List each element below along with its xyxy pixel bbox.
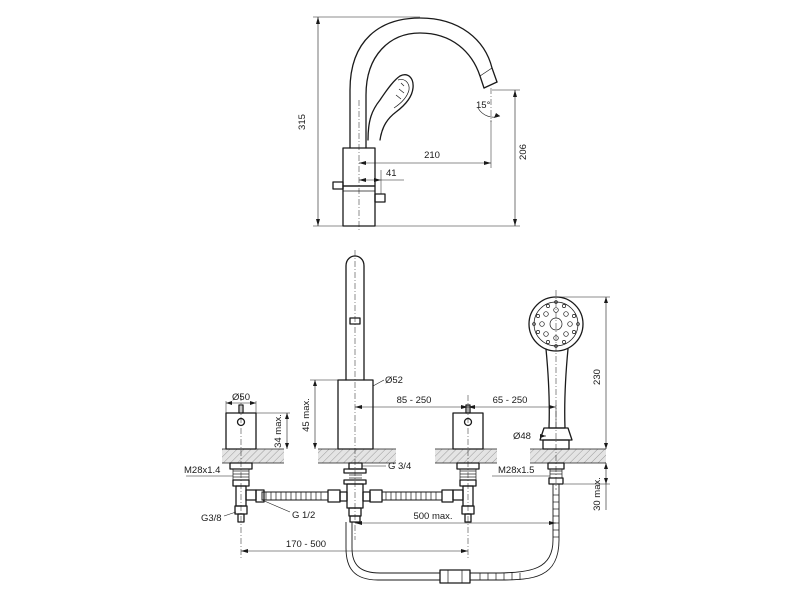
dim-height-total: 315 — [297, 114, 308, 130]
dim-shower-deck: 30 max. — [592, 477, 603, 511]
side-elevation-view: 315 206 15° 210 41 — [297, 16, 529, 232]
spout-inner — [365, 32, 485, 149]
dim-lever: 41 — [386, 168, 397, 179]
label-thread-spout: G 3/4 — [388, 461, 411, 472]
label-thread-inlet: G3/8 — [201, 513, 222, 524]
connector-hose-right — [369, 489, 454, 503]
dim-angle: 15° — [476, 100, 491, 111]
dim-shower-height: 230 — [592, 369, 603, 385]
label-thread-left: M28x1.4 — [184, 465, 220, 476]
dim-deck-valve: 34 max. — [273, 414, 284, 448]
dim-holder-diameter: Ø48 — [513, 431, 531, 442]
dim-reach: 210 — [424, 150, 440, 161]
deck-left — [222, 449, 284, 463]
dim-spacing-left: 85 - 250 — [397, 395, 432, 406]
dim-hose-length: 500 max. — [413, 511, 452, 522]
dim-spout-diameter: Ø52 — [385, 375, 403, 386]
dim-valve-spacing: 170 - 500 — [286, 539, 326, 550]
spout-base — [337, 379, 374, 450]
shower-hose — [345, 484, 560, 584]
spout-outer — [349, 17, 498, 149]
lever-handle — [332, 181, 344, 190]
lever-stub — [374, 193, 386, 203]
deck-shower — [530, 449, 606, 463]
connector-hose-left — [255, 489, 341, 503]
hose-connector — [439, 569, 471, 584]
dim-spacing-right: 65 - 250 — [493, 395, 528, 406]
front-elevation-view: Ø50 34 max. 45 max. Ø52 85 - 250 65 - 25… — [184, 250, 610, 584]
label-thread-hose: G 1/2 — [292, 510, 315, 521]
dim-valve-diameter: Ø50 — [232, 392, 250, 403]
dim-height-spout: 206 — [518, 144, 529, 160]
deck-right-valve — [435, 449, 497, 463]
hand-shower-side — [367, 74, 414, 141]
label-thread-right: M28x1.5 — [498, 465, 534, 476]
deck-center — [318, 449, 396, 463]
dim-deck-left: 45 max. — [301, 398, 312, 432]
